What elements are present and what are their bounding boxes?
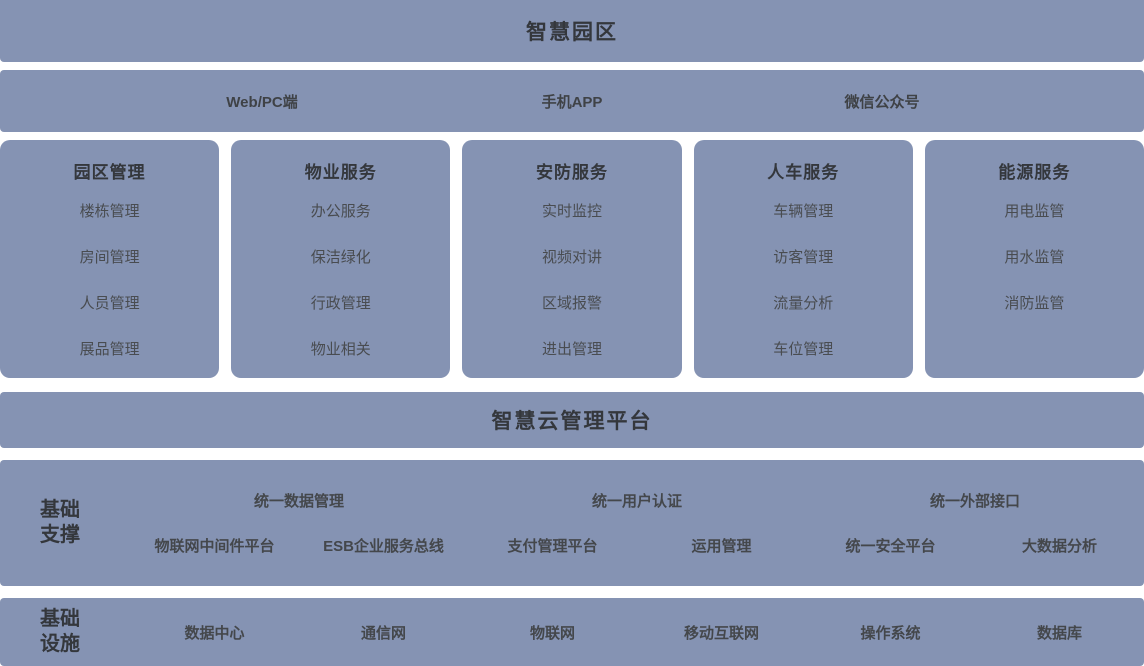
column-title: 物业服务	[304, 162, 377, 182]
divider	[0, 62, 1144, 70]
support-item-big-data-analysis: 大数据分析	[1021, 538, 1097, 555]
service-item: 车辆管理	[773, 202, 834, 220]
support-item-payment-platform: 支付管理平台	[507, 538, 598, 555]
top-banner: 智慧园区	[0, 0, 1144, 62]
page-title: 智慧园区	[526, 21, 618, 44]
service-item: 行政管理	[310, 294, 371, 312]
support-row-unified-services: 统一数据管理 统一用户认证 统一外部接口	[130, 490, 1144, 511]
service-item: 保洁绿化	[310, 248, 371, 266]
service-column-security-service: 安防服务 实时监控 视频对讲 区域报警 进出管理	[462, 140, 682, 378]
support-item-application-management: 运用管理	[691, 538, 752, 555]
infra-item-database: 数据库	[1036, 624, 1082, 642]
service-item: 车位管理	[773, 340, 834, 358]
service-column-people-vehicle-service: 人车服务 车辆管理 访客管理 流量分析 车位管理	[693, 140, 913, 378]
infra-item-iot-network: 物联网	[529, 624, 575, 642]
service-item: 人员管理	[79, 294, 140, 312]
support-row-platforms: 物联网中间件平台 ESB企业服务总线 支付管理平台 运用管理 统一安全平台 大数…	[130, 535, 1144, 556]
service-columns: 园区管理 楼栋管理 房间管理 人员管理 展品管理 物业服务 办公服务 保洁绿化 …	[0, 140, 1144, 378]
basic-support-layer: 基础支撑 统一数据管理 统一用户认证 统一外部接口 物联网中间件平台 ESB企业…	[0, 460, 1144, 586]
support-item-iot-middleware: 物联网中间件平台	[154, 538, 275, 555]
divider	[0, 448, 1144, 460]
support-item-esb-bus: ESB企业服务总线	[323, 538, 444, 555]
service-item: 展品管理	[79, 340, 140, 358]
column-title: 园区管理	[73, 162, 146, 182]
access-channel-wechat: 微信公众号	[844, 93, 920, 111]
column-title: 人车服务	[767, 162, 840, 182]
service-item: 区域报警	[542, 294, 603, 312]
access-channel-banner: Web/PC端 手机APP 微信公众号	[0, 70, 1144, 132]
service-item: 访客管理	[773, 248, 834, 266]
infra-item-mobile-internet: 移动互联网	[683, 624, 759, 642]
service-item: 进出管理	[542, 340, 603, 358]
service-item: 物业相关	[310, 340, 371, 358]
infra-item-operating-system: 操作系统	[860, 624, 921, 642]
infra-item-data-center: 数据中心	[184, 624, 245, 642]
infrastructure-layer: 基础设施 数据中心 通信网 物联网 移动互联网 操作系统 数据库	[0, 598, 1144, 666]
support-item-unified-external-api: 统一外部接口	[929, 493, 1020, 510]
service-item: 房间管理	[79, 248, 140, 266]
infrastructure-layer-label: 基础设施	[40, 608, 80, 655]
support-item-unified-security-platform: 统一安全平台	[845, 538, 936, 555]
support-layer-label: 基础支撑	[40, 499, 80, 546]
service-column-property-service: 物业服务 办公服务 保洁绿化 行政管理 物业相关	[231, 140, 451, 378]
access-channel-mobile-app: 手机APP	[541, 93, 603, 111]
service-item: 用水监管	[1004, 248, 1065, 266]
access-channel-web-pc: Web/PC端	[226, 93, 298, 111]
service-item: 视频对讲	[542, 248, 603, 266]
support-item-unified-auth: 统一用户认证	[591, 493, 682, 510]
cloud-platform-banner: 智慧云管理平台	[0, 392, 1144, 448]
service-item: 楼栋管理	[79, 202, 140, 220]
service-item: 流量分析	[773, 294, 834, 312]
infra-item-communication-network: 通信网	[360, 624, 406, 642]
service-item: 用电监管	[1004, 202, 1065, 220]
column-title: 安防服务	[536, 162, 608, 182]
service-column-park-management: 园区管理 楼栋管理 房间管理 人员管理 展品管理	[0, 140, 220, 378]
column-title: 能源服务	[998, 162, 1071, 182]
service-item: 消防监管	[1004, 294, 1065, 312]
cloud-platform-title: 智慧云管理平台	[491, 410, 653, 433]
support-item-unified-data: 统一数据管理	[253, 493, 344, 510]
service-item: 办公服务	[310, 202, 371, 220]
divider	[0, 586, 1144, 598]
service-item: 实时监控	[542, 202, 603, 220]
service-column-energy-service: 能源服务 用电监管 用水监管 消防监管	[924, 140, 1144, 378]
divider	[0, 132, 1144, 140]
divider	[0, 378, 1144, 392]
